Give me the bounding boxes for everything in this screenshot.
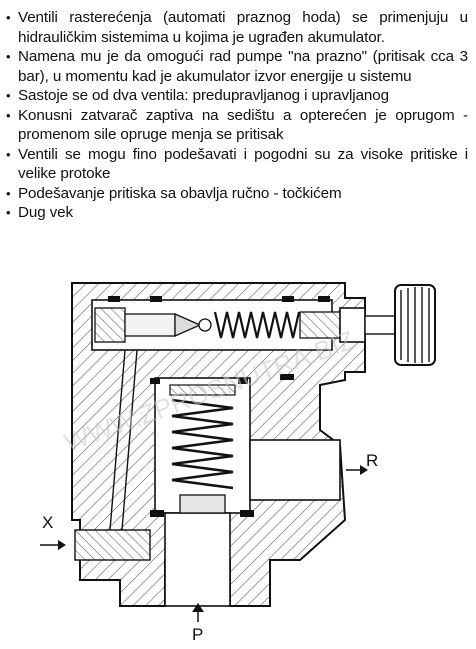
feature-list: •Ventili rasterećenja (automati praznog … bbox=[6, 8, 468, 223]
port-x: X bbox=[40, 513, 66, 550]
port-label-p: P bbox=[192, 625, 203, 644]
valve-body bbox=[71, 282, 366, 607]
bullet-icon: • bbox=[6, 107, 11, 123]
list-item: •Sastoje se od dva ventila: predupravlja… bbox=[6, 87, 389, 104]
list-item: •Ventili rasterećenja (automati praznog … bbox=[6, 9, 468, 46]
list-item: •Dug vek bbox=[6, 204, 74, 221]
pilot-poppet bbox=[94, 307, 212, 343]
bullet-icon: • bbox=[6, 205, 11, 220]
port-label-x: X bbox=[42, 513, 53, 532]
arrow-right-icon bbox=[58, 540, 66, 550]
bullet-icon: • bbox=[6, 185, 11, 201]
pilot-spring bbox=[213, 311, 301, 339]
bullet-icon: • bbox=[6, 49, 11, 64]
valve-cross-section-diagram: WWW.ZPROSNUTRA.BIZ X R P bbox=[40, 282, 436, 644]
arrow-up-icon bbox=[192, 603, 204, 612]
port-p: P bbox=[192, 603, 204, 644]
bullet-icon: • bbox=[6, 146, 11, 162]
arrow-right-icon bbox=[360, 465, 368, 475]
main-spring bbox=[169, 384, 236, 514]
adjusting-knob-icon bbox=[394, 284, 436, 366]
bullet-icon: • bbox=[6, 10, 11, 25]
port-r: R bbox=[346, 451, 378, 475]
bullet-icon: • bbox=[6, 88, 11, 103]
list-item: •Podešavanje pritiska sa obavlja ručno -… bbox=[6, 184, 342, 202]
list-item: •Namena mu je da omogući rad pumpe "na p… bbox=[6, 48, 468, 85]
seal-rings bbox=[108, 296, 330, 517]
list-item: •Konusni zatvarač zaptiva na sedištu a o… bbox=[6, 106, 468, 144]
port-label-r: R bbox=[366, 451, 378, 470]
list-item: •Ventili se mogu fino podešavati i pogod… bbox=[6, 145, 468, 183]
